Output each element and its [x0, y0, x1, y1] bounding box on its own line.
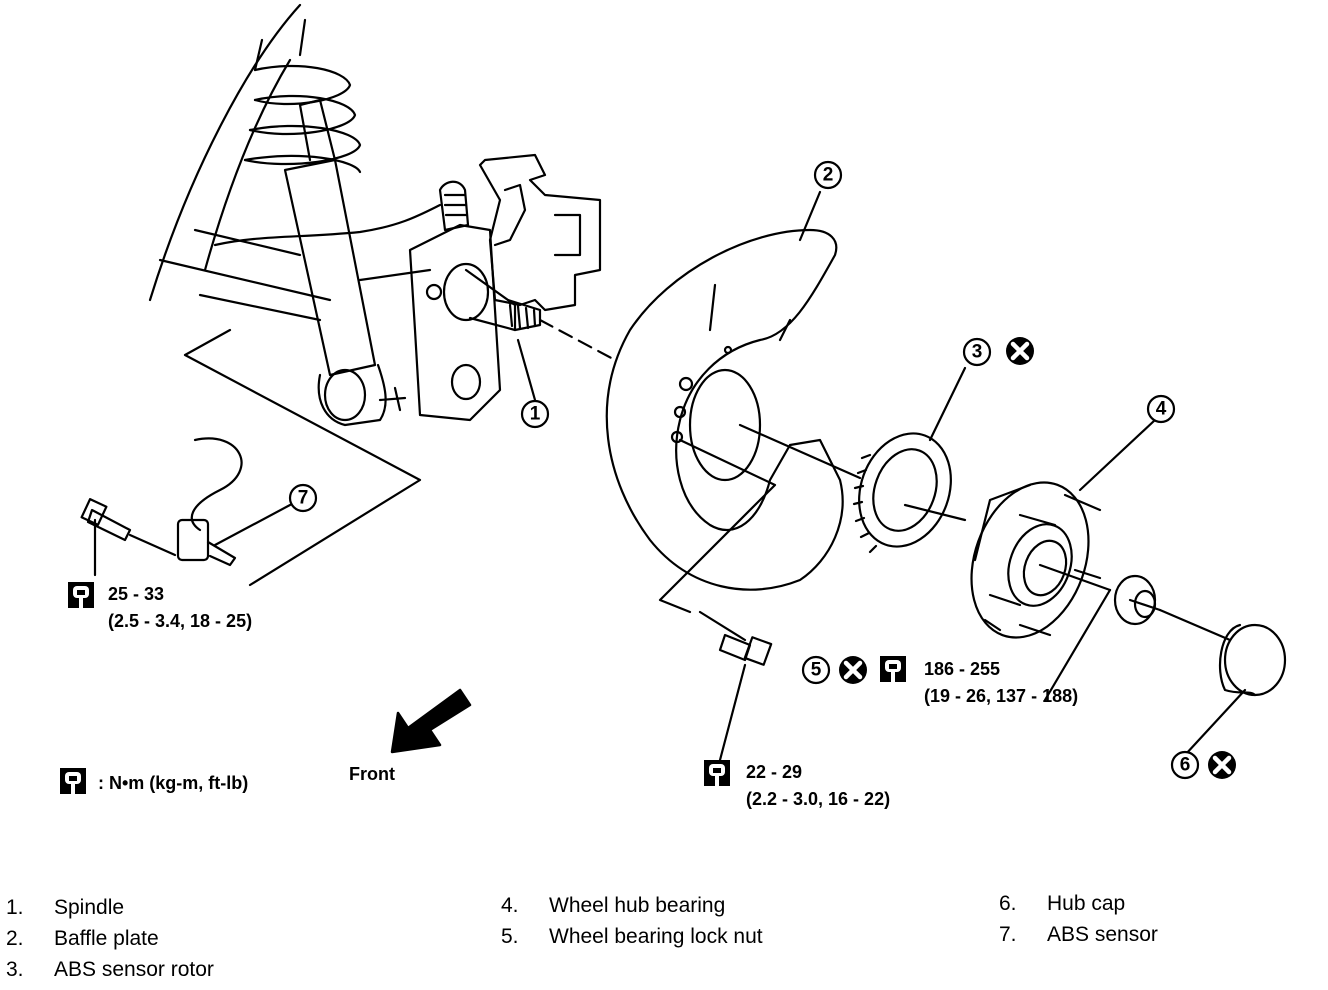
- callout-1: 1: [520, 399, 550, 429]
- baffle-bolt: [718, 633, 773, 666]
- wheel-hub: [970, 481, 1102, 639]
- do-not-reuse-icon: [1006, 337, 1034, 365]
- leader-lines: [93, 190, 1247, 762]
- coil-spring: [243, 18, 362, 174]
- torque-abs-bolt-line1: 25 - 33: [108, 584, 164, 604]
- do-not-reuse-icon: [1208, 751, 1236, 779]
- torque-wrench-icon: [60, 768, 86, 794]
- body-arc: [148, 3, 302, 302]
- torque-wrench-icon: [880, 656, 906, 682]
- hub-cap: [1218, 623, 1287, 697]
- abs-rotor: [852, 432, 952, 554]
- lock-nut: [1113, 574, 1157, 626]
- spindle: [464, 268, 542, 332]
- abs-sensor: [176, 437, 243, 567]
- frame-lines: [158, 228, 432, 587]
- legend-item: 5.Wheel bearing lock nut: [501, 925, 763, 948]
- callout-3-label: 3: [972, 342, 983, 363]
- shock-absorber: [283, 98, 387, 427]
- brake-hose: [213, 203, 442, 247]
- torque-lock-nut-line2: (19 - 26, 137 - 188): [924, 686, 1078, 706]
- front-label: Front: [349, 764, 395, 784]
- torque-lock-nut-line1: 186 - 255: [924, 659, 1000, 679]
- baffle-plate: [605, 228, 844, 591]
- torque-wrench-icon: [704, 760, 730, 786]
- brake-caliper: [478, 153, 602, 312]
- callout-1-label: 1: [530, 404, 541, 425]
- callout-5: 5: [801, 655, 831, 685]
- torque-wrench-icon: [68, 582, 94, 608]
- parts-legend-col2: 4.Wheel hub bearing 5.Wheel bearing lock…: [501, 890, 763, 952]
- legend-item: 1.Spindle: [6, 896, 125, 919]
- callout-2-label: 2: [823, 165, 834, 186]
- legend-item: 6.Hub cap: [999, 892, 1126, 915]
- callout-2: 2: [813, 160, 843, 190]
- callout-6-label: 6: [1180, 755, 1191, 776]
- torque-baffle-bolt-line2: (2.2 - 3.0, 16 - 22): [746, 789, 890, 809]
- legend-item: 7.ABS sensor: [999, 923, 1158, 946]
- legend-item: 3.ABS sensor rotor: [6, 958, 214, 981]
- callout-5-label: 5: [811, 660, 822, 681]
- units-key: : N•m (kg-m, ft-lb): [98, 773, 248, 793]
- legend-item: 4.Wheel hub bearing: [501, 894, 726, 917]
- knuckle: [408, 180, 502, 422]
- callouts: 1 2 3 4 5 6 7: [288, 160, 1200, 780]
- axis-line-main: [538, 318, 617, 362]
- torque-abs-bolt-line2: (2.5 - 3.4, 18 - 25): [108, 611, 252, 631]
- callout-7-label: 7: [298, 488, 309, 509]
- legend-item: 2.Baffle plate: [6, 927, 159, 950]
- front-arrow: [390, 688, 472, 754]
- abs-sensor-bolt: [80, 498, 177, 557]
- callout-6: 6: [1170, 750, 1200, 780]
- body-arc-inner: [203, 58, 292, 272]
- exploded-assembly-diagram: 1 2 3 4 5 6 7 25 -: [60, 3, 1287, 809]
- callout-3: 3: [962, 337, 992, 367]
- torque-baffle-bolt-line1: 22 - 29: [746, 762, 802, 782]
- do-not-reuse-icon: [839, 656, 867, 684]
- parts-legend-col1: 1.Spindle 2.Baffle plate 3.ABS sensor ro…: [6, 892, 214, 985]
- callout-4: 4: [1146, 394, 1176, 424]
- parts-legend-col3: 6.Hub cap 7.ABS sensor: [999, 888, 1158, 950]
- callout-7: 7: [288, 483, 318, 513]
- callout-4-label: 4: [1156, 399, 1167, 420]
